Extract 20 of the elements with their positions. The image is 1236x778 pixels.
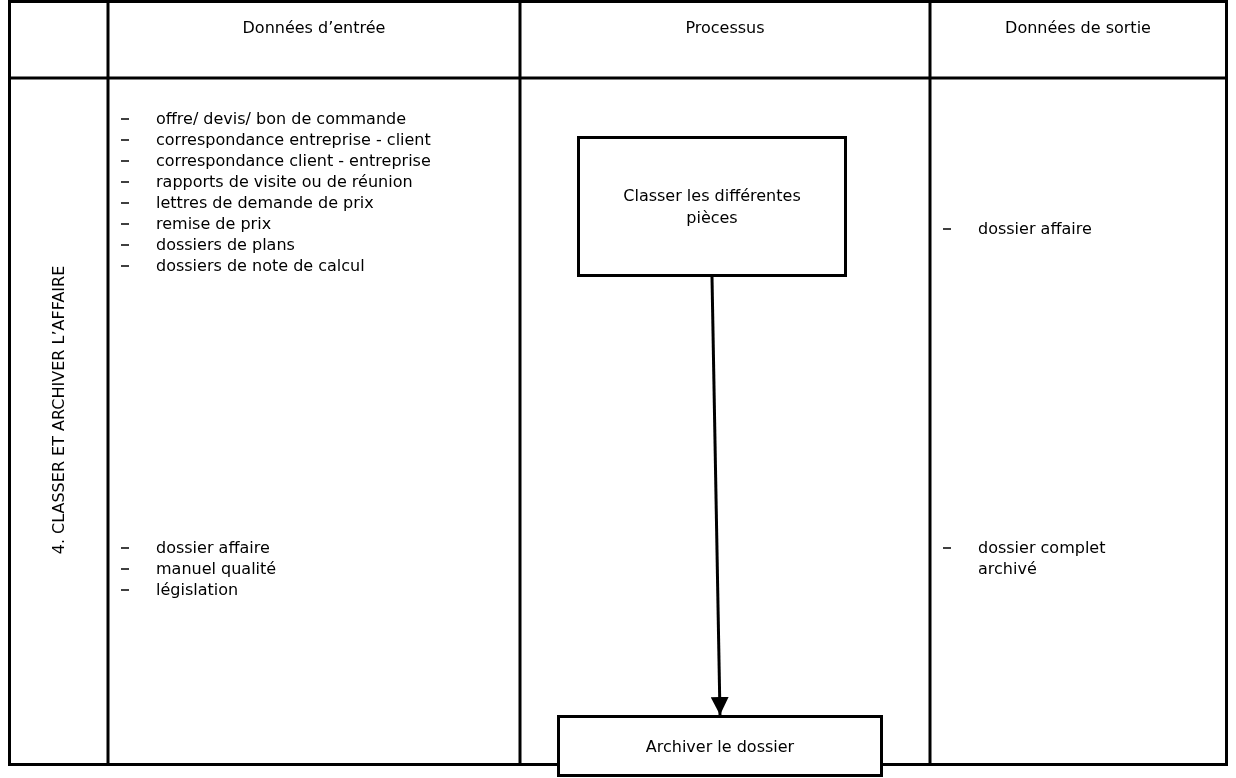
list-item: dossiers de note de calcul	[156, 255, 365, 276]
list-item: offre/ devis/ bon de commande	[156, 108, 407, 129]
column-header: Processus	[684, 18, 766, 38]
process-box: Classer les différentes pièces	[577, 136, 847, 277]
list-item: dossier complet archivé	[978, 537, 1107, 579]
column-header: Données de sortie	[1004, 18, 1152, 38]
process-box: Archiver le dossier	[557, 715, 883, 777]
list-item: correspondance entreprise - client	[156, 129, 431, 150]
list-item: manuel qualité	[156, 558, 277, 579]
list-item: correspondance client - entreprise	[156, 150, 431, 171]
list-item: rapports de visite ou de réunion	[156, 171, 413, 192]
column-header: Données d’entrée	[241, 18, 387, 38]
list-item: lettres de demande de prix	[156, 192, 374, 213]
list-item: dossier affaire	[156, 537, 270, 558]
list-item: dossier affaire	[978, 218, 1092, 239]
arrow	[710, 276, 729, 716]
list-item: dossiers de plans	[156, 234, 295, 255]
row-header: 4. CLASSER ET ARCHIVER L’AFFAIRE	[48, 265, 68, 555]
list-item: législation	[156, 579, 239, 600]
list-item: remise de prix	[156, 213, 272, 234]
